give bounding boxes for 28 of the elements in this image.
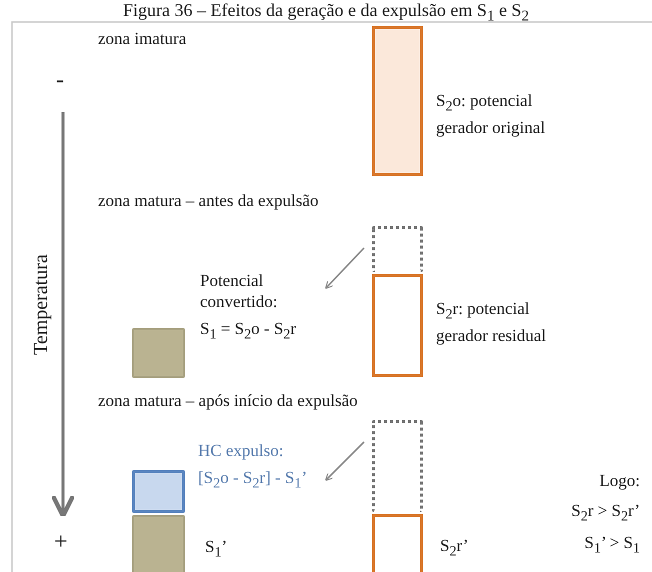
remaining-s1-block (132, 515, 185, 572)
formula-text: S$_{1}$ = S$_{2}$o - S$_{2}$r (200, 318, 298, 344)
plus-sign: + (54, 532, 68, 553)
text-heading: HC expulso: (198, 440, 284, 461)
expelled-hc-block (132, 470, 185, 513)
caption-text: S$_{2}$r’ (440, 535, 470, 562)
figure-title: Figura 36 – Efeitos da geração e da expulsão em S$_{1}$ e S$_{2}$ (122, 0, 530, 27)
residual-potential-column (372, 274, 423, 377)
caption-text: S$_{2}$o: potencial gerador original (436, 90, 546, 138)
zone-label: zona imatura (98, 28, 186, 49)
minus-sign: - (56, 70, 64, 91)
residual-potential-column (372, 514, 423, 572)
zone-label: zona matura – após início da expulsão (98, 390, 358, 411)
converted-part-outline (372, 226, 423, 272)
conclusion-text: S$_{1}$’ > S$_{1}$ (584, 532, 640, 558)
zone-label: zona matura – antes da expulsão (98, 190, 318, 211)
conclusion-text: S$_{2}$r > S$_{2}$r’ (571, 500, 640, 526)
text-heading: Potencial convertido: (200, 270, 278, 312)
formula-text: [S$_{2}$o - S$_{2}$r] - S$_{1}$’ (198, 467, 308, 494)
caption-text: S$_{1}$’ (205, 536, 228, 562)
converted-potential-block (132, 328, 185, 378)
caption-text: S$_{2}$r: potencial gerador residual (436, 298, 547, 346)
removed-part-outline (372, 420, 423, 512)
conclusion-text: Logo: (599, 470, 640, 491)
arrow (324, 441, 365, 482)
original-potential-column (372, 26, 423, 176)
axis-label: Temperatura (31, 254, 52, 355)
arrow (324, 247, 365, 290)
